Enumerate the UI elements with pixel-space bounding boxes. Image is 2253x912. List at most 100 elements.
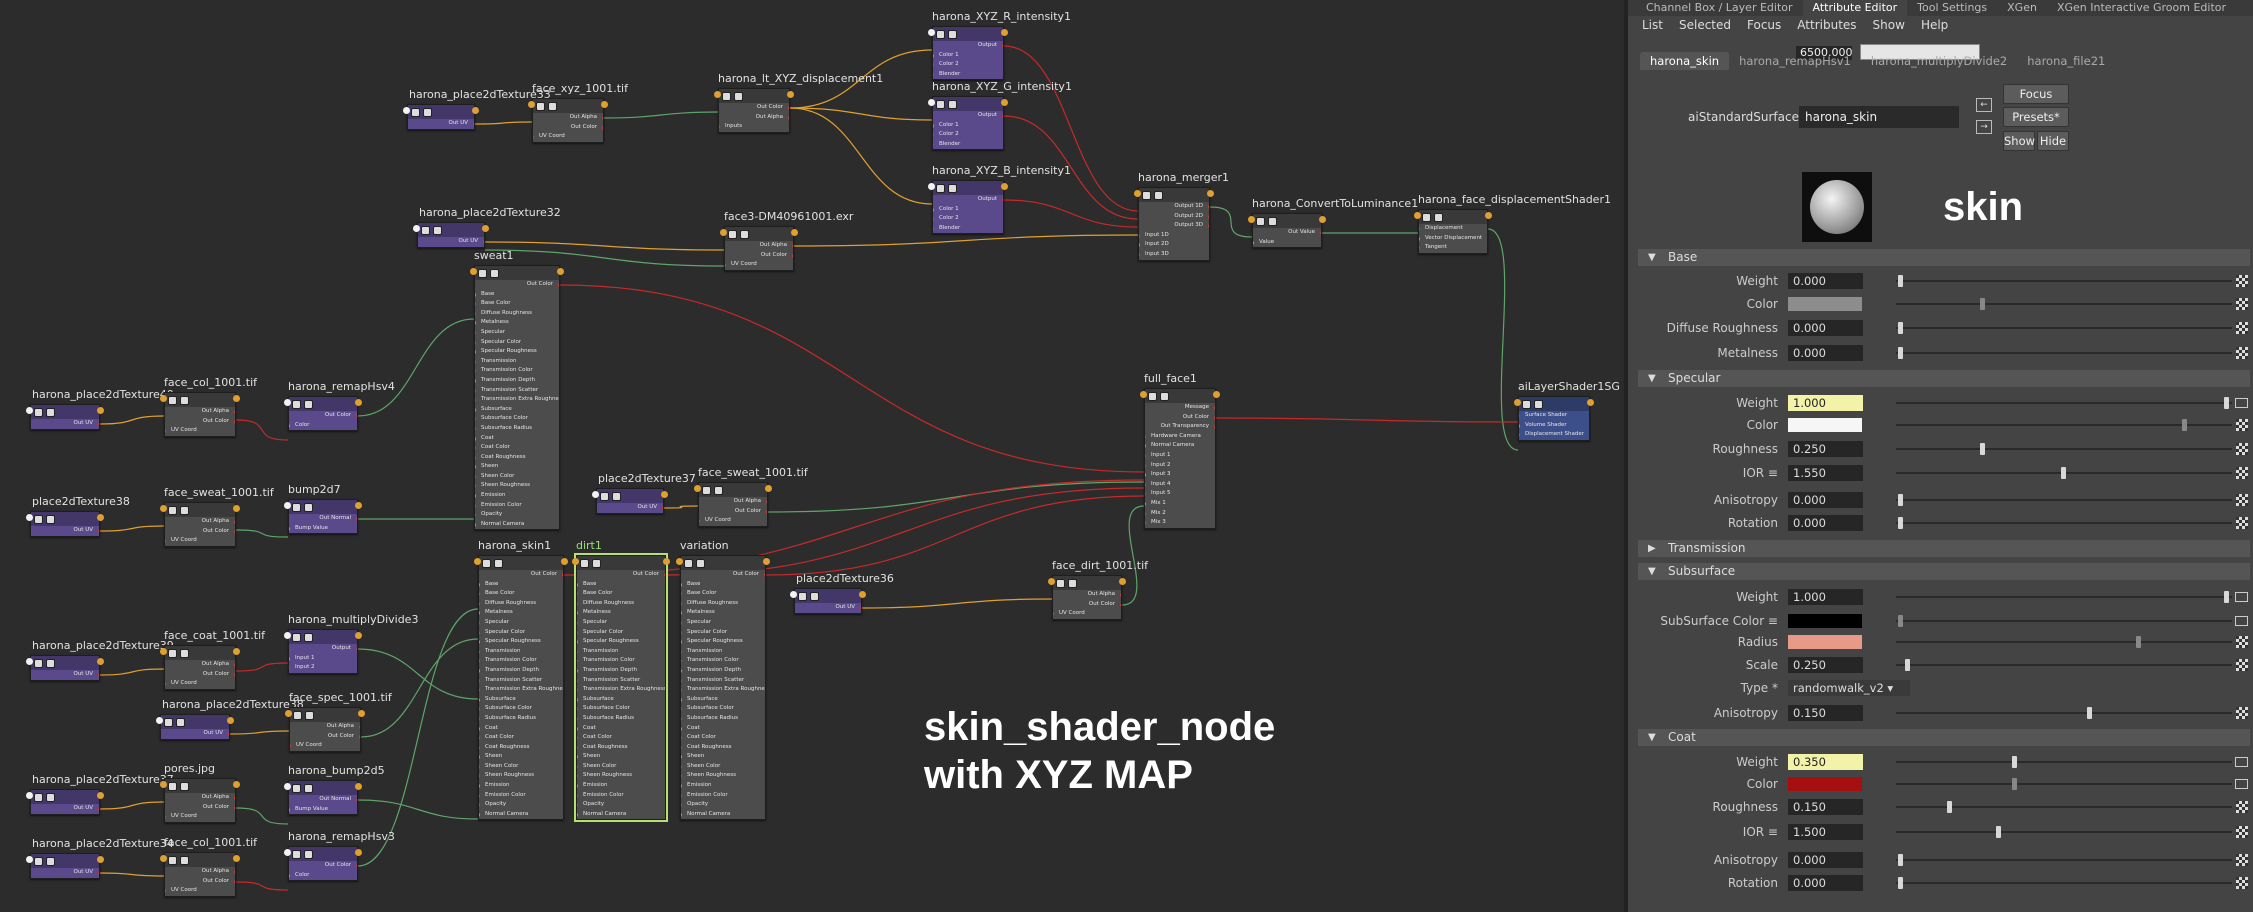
map-checker-icon[interactable] bbox=[2236, 707, 2248, 719]
attr-slider-handle[interactable] bbox=[2012, 756, 2018, 768]
input-pin[interactable] bbox=[160, 505, 167, 512]
attr-value-field[interactable]: 0.150 bbox=[1788, 799, 1863, 815]
connection-wire[interactable] bbox=[229, 730, 290, 735]
presets-button[interactable]: Presets* bbox=[2003, 107, 2069, 127]
node-port[interactable]: Coat Color bbox=[681, 733, 765, 743]
attr-slider-handle[interactable] bbox=[2061, 467, 2066, 479]
node-port[interactable]: Sheen bbox=[681, 752, 765, 762]
attr-slider-track[interactable] bbox=[1896, 522, 2232, 524]
tab-xgen-groom[interactable]: XGen Interactive Groom Editor bbox=[2056, 1, 2227, 14]
node-swatch-icon[interactable] bbox=[592, 558, 601, 568]
attr-slider-handle[interactable] bbox=[1898, 615, 1903, 627]
attr-value-field[interactable]: 0.150 bbox=[1788, 705, 1863, 721]
map-checker-icon[interactable] bbox=[2236, 659, 2248, 671]
input-pin[interactable] bbox=[160, 781, 167, 788]
output-pin[interactable] bbox=[97, 407, 104, 414]
node-port[interactable]: Base bbox=[475, 290, 559, 300]
node-swatch-icon[interactable] bbox=[46, 856, 55, 866]
triangle-down-icon[interactable]: ▼ bbox=[1648, 732, 1656, 743]
connection-wire[interactable] bbox=[603, 111, 719, 119]
node-port[interactable]: Transmission bbox=[577, 647, 665, 657]
node-port[interactable]: Out Alpha bbox=[165, 867, 235, 877]
ae-header-field[interactable]: 6500.000 bbox=[1796, 46, 1853, 60]
input-pin[interactable] bbox=[928, 99, 935, 106]
node-port[interactable]: Specular Roughness bbox=[475, 347, 559, 357]
input-pin[interactable] bbox=[474, 558, 481, 565]
node-p38b[interactable]: Out UV bbox=[160, 714, 230, 740]
node-port[interactable]: Displacement Shader bbox=[1519, 430, 1589, 440]
input-pin[interactable] bbox=[592, 491, 599, 498]
node-port[interactable]: Normal Camera bbox=[1145, 441, 1215, 451]
node-port[interactable]: Subsurface bbox=[577, 695, 665, 705]
node-swatch-icon[interactable] bbox=[536, 101, 545, 111]
output-pin[interactable] bbox=[1001, 99, 1008, 106]
output-pin[interactable] bbox=[765, 485, 772, 492]
node-port[interactable]: Out Color bbox=[577, 570, 665, 580]
node-swatch-icon[interactable] bbox=[304, 632, 313, 642]
attr-slider-handle[interactable] bbox=[1979, 443, 1985, 455]
node-port[interactable]: Base Color bbox=[479, 589, 563, 599]
node-port[interactable]: Opacity bbox=[479, 800, 563, 810]
triangle-down-icon[interactable]: ▼ bbox=[1648, 566, 1656, 577]
node-swatch-icon[interactable] bbox=[1068, 578, 1077, 588]
attr-slider-track[interactable] bbox=[1896, 806, 2232, 808]
node-port[interactable]: Specular Color bbox=[681, 628, 765, 638]
node-port[interactable]: Out Color bbox=[681, 570, 765, 580]
node-swatch-icon[interactable] bbox=[180, 648, 189, 658]
node-swatch-icon[interactable] bbox=[948, 99, 957, 109]
attr-slider-handle[interactable] bbox=[1898, 854, 1903, 866]
attr-slider-handle[interactable] bbox=[1946, 801, 1952, 813]
node-port[interactable]: Out Color bbox=[533, 123, 603, 133]
node-swatch-icon[interactable] bbox=[423, 107, 432, 117]
node-port[interactable]: Specular bbox=[475, 328, 559, 338]
node-swatch-icon[interactable] bbox=[612, 491, 621, 501]
node-port[interactable]: Hardware Camera bbox=[1145, 432, 1215, 442]
input-pin[interactable] bbox=[26, 407, 33, 414]
node-port[interactable]: Transmission Scatter bbox=[475, 386, 559, 396]
node-port[interactable]: Output 1D bbox=[1139, 202, 1209, 212]
node-port[interactable]: Coat Roughness bbox=[577, 743, 665, 753]
node-port[interactable]: Subsurface Radius bbox=[479, 714, 563, 724]
triangle-down-icon[interactable]: ▼ bbox=[1648, 373, 1656, 384]
input-pin[interactable] bbox=[284, 632, 291, 639]
attr-slider-track[interactable] bbox=[1896, 783, 2232, 785]
node-swatch-icon[interactable] bbox=[494, 558, 503, 568]
node-port[interactable]: Coat bbox=[577, 724, 665, 734]
node-port[interactable]: Out Alpha bbox=[719, 113, 789, 123]
node-port[interactable]: Out UV bbox=[31, 670, 99, 680]
node-port[interactable]: Base bbox=[577, 580, 665, 590]
node-port[interactable]: Value bbox=[1253, 238, 1321, 248]
node-port[interactable]: Out UV bbox=[31, 419, 99, 429]
attr-slider-track[interactable] bbox=[1896, 424, 2232, 426]
connection-wire[interactable] bbox=[357, 318, 475, 417]
node-port[interactable]: Transmission Color bbox=[577, 656, 665, 666]
attr-value-field[interactable]: 0.350 bbox=[1788, 754, 1863, 770]
node-port[interactable]: Transmission Extra Roughness bbox=[479, 685, 563, 695]
input-pin[interactable] bbox=[284, 502, 291, 509]
tab-tool-settings[interactable]: Tool Settings bbox=[1917, 1, 1988, 14]
input-pin[interactable] bbox=[403, 107, 410, 114]
output-pin[interactable] bbox=[233, 781, 240, 788]
connection-wire[interactable] bbox=[1003, 45, 1139, 212]
node-port[interactable]: Specular Roughness bbox=[577, 637, 665, 647]
type-dropdown[interactable]: randomwalk_v2 ▾ bbox=[1788, 680, 1910, 696]
node-port[interactable]: Out Color bbox=[165, 670, 235, 680]
connection-wire[interactable] bbox=[357, 799, 479, 820]
node-port[interactable]: UV Coord bbox=[165, 812, 235, 822]
node-port[interactable]: Coat Roughness bbox=[681, 743, 765, 753]
node-port[interactable]: Base Color bbox=[681, 589, 765, 599]
node-port[interactable]: Opacity bbox=[475, 510, 559, 520]
tab-attribute-editor[interactable]: Attribute Editor bbox=[1802, 0, 1908, 16]
node-swatch-icon[interactable] bbox=[168, 781, 177, 791]
attr-slider-handle[interactable] bbox=[2181, 419, 2187, 431]
node-port[interactable]: Transmission Depth bbox=[577, 666, 665, 676]
node-port[interactable]: Normal Camera bbox=[577, 810, 665, 820]
map-input-icon[interactable] bbox=[2235, 757, 2248, 767]
map-checker-icon[interactable] bbox=[2236, 517, 2248, 529]
ae-header-slider[interactable] bbox=[1860, 44, 1980, 60]
